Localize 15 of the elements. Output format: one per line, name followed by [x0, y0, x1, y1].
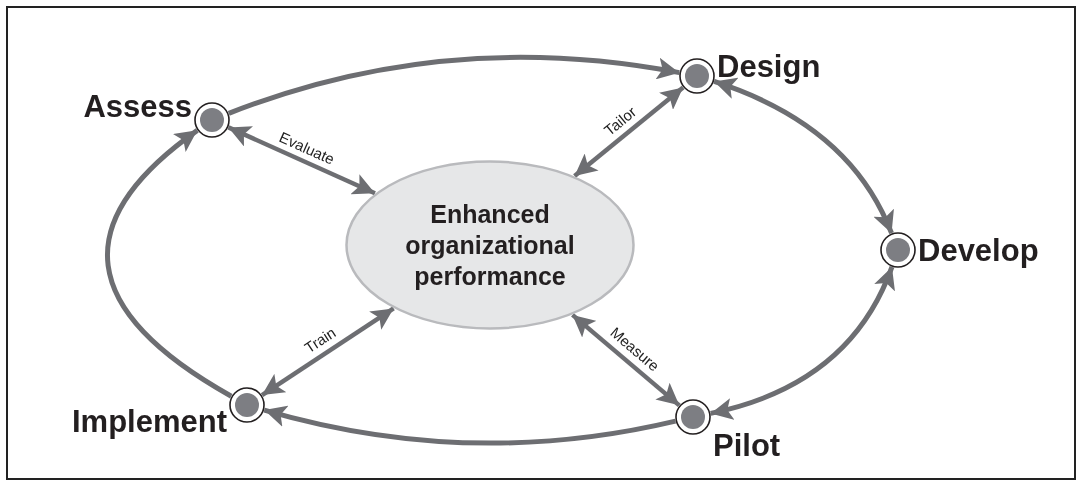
node-label: Design: [716, 50, 822, 82]
arrow: [713, 78, 894, 235]
arrow: [105, 128, 233, 399]
arrow: [573, 85, 685, 178]
node-label: Develop: [917, 234, 1040, 266]
arrow: [227, 125, 376, 196]
arrow: [260, 306, 395, 397]
arrow: [227, 54, 680, 116]
node-label: Implement: [70, 405, 228, 437]
node-label: Enhanced organizational performance: [404, 198, 576, 292]
arrow: [263, 405, 677, 446]
arrow: [571, 313, 681, 408]
node-label: Pilot: [712, 429, 782, 461]
arrow: [710, 266, 895, 419]
node-label: Assess: [82, 90, 193, 122]
